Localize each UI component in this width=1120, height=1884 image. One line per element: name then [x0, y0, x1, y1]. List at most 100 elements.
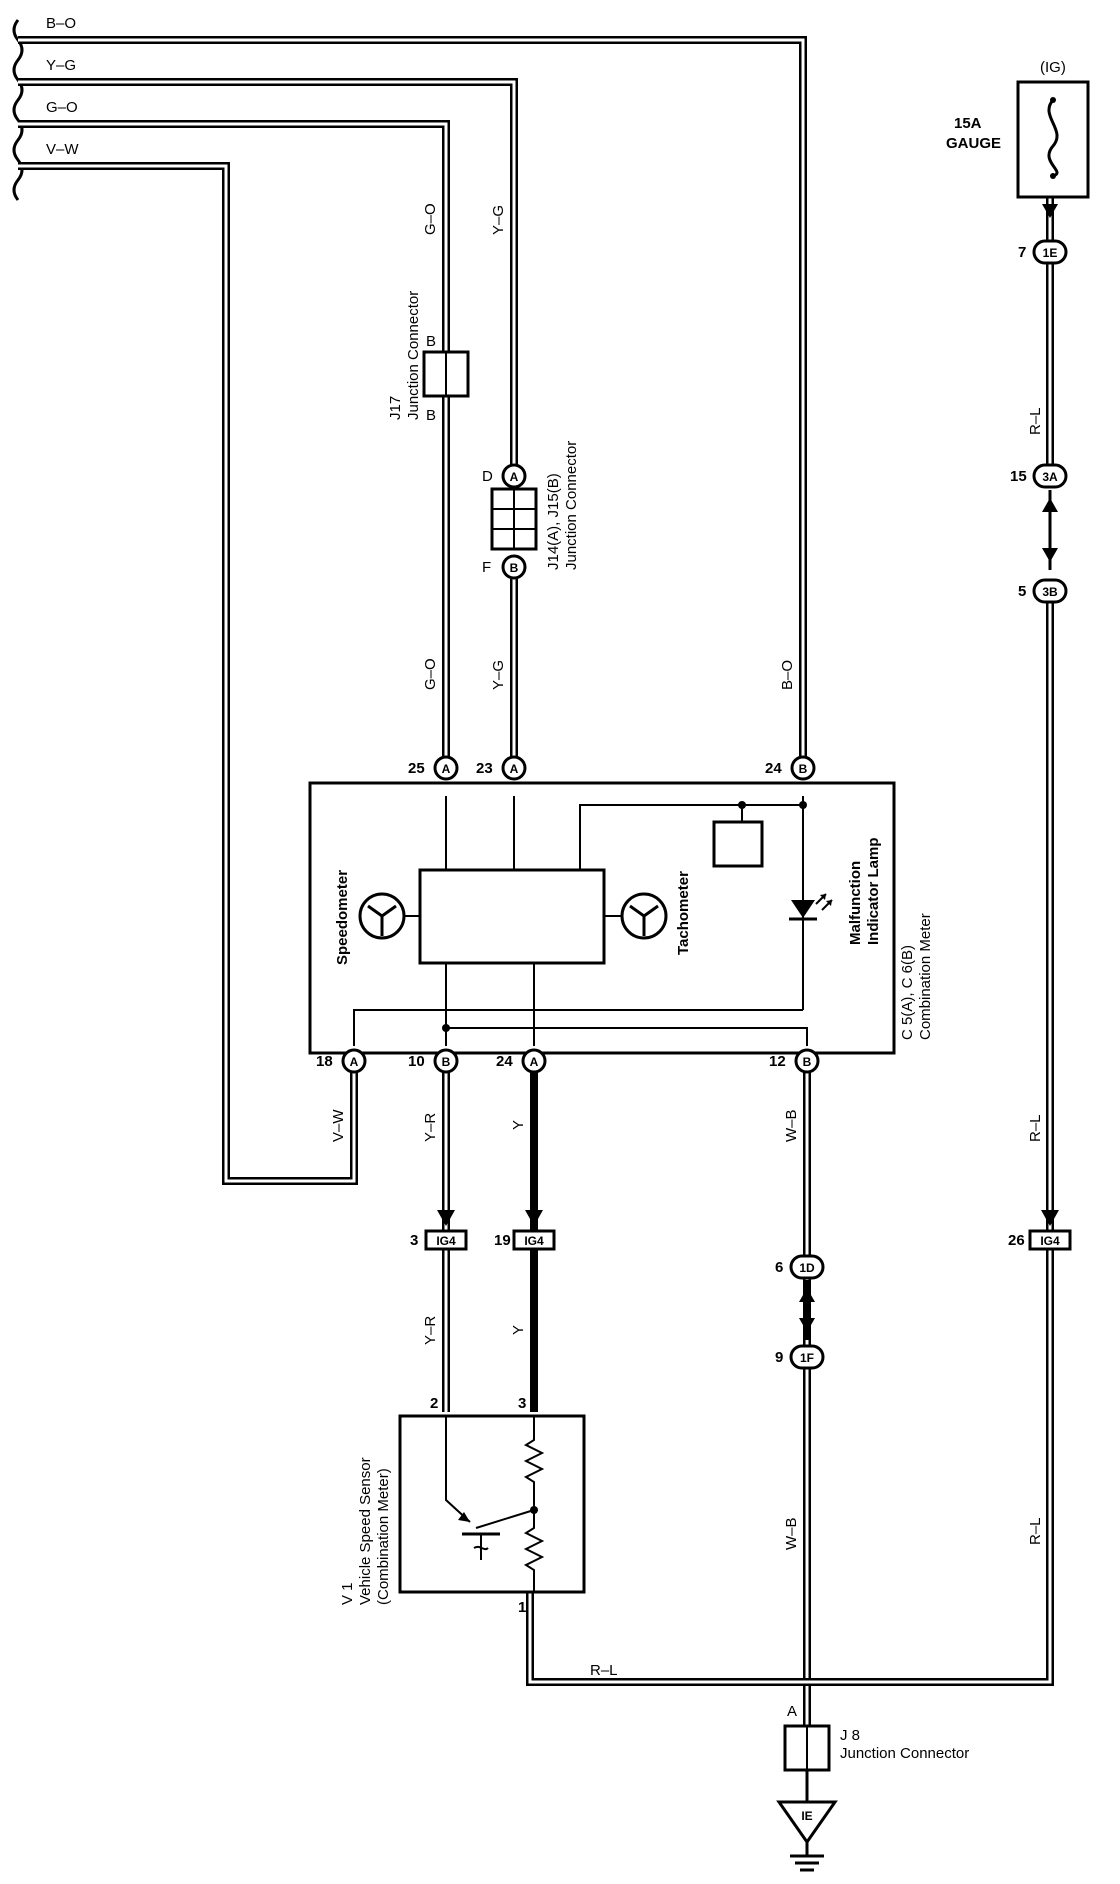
label-b-o-vert: B–O	[779, 660, 796, 690]
ground-label: IE	[801, 1809, 812, 1823]
svg-text:1F: 1F	[800, 1351, 814, 1365]
label-v-w: V–W	[46, 141, 79, 158]
j14-letter-a: A	[510, 470, 519, 484]
meter-top-pins: 25 A 23 A 24 B	[408, 755, 816, 781]
svg-text:5: 5	[1018, 583, 1026, 600]
label-w-b-2: W–B	[783, 1517, 800, 1550]
j15-letter-b: B	[510, 561, 519, 575]
svg-text:12: 12	[769, 1053, 786, 1070]
svg-text:A: A	[510, 762, 519, 776]
wire-break-marks	[12, 19, 24, 201]
meter-name: Combination Meter	[917, 913, 934, 1040]
meter-id: C 5(A), C 6(B)	[899, 945, 916, 1040]
svg-text:6: 6	[775, 1259, 783, 1276]
j8-id: J 8	[840, 1727, 860, 1744]
svg-text:7: 7	[1018, 244, 1026, 261]
label-b-o: B–O	[46, 15, 76, 32]
label-r-l-1: R–L	[1027, 407, 1044, 435]
sensor-pin-1: 1	[518, 1599, 526, 1616]
splice-1d: 6 1D	[775, 1254, 825, 1280]
ig4-pin-26: 26	[1008, 1232, 1025, 1249]
label-w-b-1: W–B	[783, 1109, 800, 1142]
pin-24b-top: 24 B	[765, 755, 816, 781]
svg-text:B: B	[442, 1055, 451, 1069]
pin-10b: 10 B	[408, 1048, 459, 1074]
sensor-id: V 1	[339, 1582, 356, 1605]
svg-text:10: 10	[408, 1053, 425, 1070]
j15-pin-bottom: F	[482, 559, 491, 576]
svg-text:B: B	[803, 1055, 812, 1069]
svg-text:23: 23	[476, 760, 493, 777]
label-y-g-vert2: Y–G	[490, 660, 507, 690]
sensor-name: Vehicle Speed Sensor	[357, 1457, 374, 1605]
tachometer-label: Tachometer	[675, 871, 692, 955]
splice-1e: 7 1E	[1018, 239, 1068, 265]
j17-pin-top: B	[426, 333, 436, 350]
combination-meter: Speedometer Tachometer Malfunction Indic…	[308, 781, 934, 1055]
j8-name: Junction Connector	[840, 1745, 969, 1762]
ig4-connectors: 3 IG4 19 IG4 26 IG4	[410, 1210, 1072, 1251]
wire-g-o	[18, 120, 450, 779]
ground-ie: IE	[776, 1800, 838, 1872]
svg-text:9: 9	[775, 1349, 783, 1366]
svg-text:24: 24	[496, 1053, 513, 1070]
mil-label-1: Malfunction	[847, 861, 864, 945]
pin-25a: 25 A	[408, 755, 459, 781]
pin-23a: 23 A	[476, 755, 527, 781]
splice-3b: 5 3B	[1018, 578, 1068, 604]
wire-v-w	[18, 162, 358, 1185]
ig4-pin-19: 19	[494, 1232, 511, 1249]
pin-24a-bottom: 24 A	[496, 1048, 547, 1074]
splice-links	[799, 490, 1058, 1340]
speedometer-gauge: Speedometer	[334, 870, 420, 965]
fuse-rating: 15A	[954, 115, 982, 132]
sensor-pin-2: 2	[430, 1395, 438, 1412]
ig4-label-1: IG4	[436, 1234, 456, 1248]
svg-text:25: 25	[408, 760, 425, 777]
meter-bottom-pins: 18 A 10 B 24 A 12 B	[316, 1048, 820, 1074]
label-y-g-vert1: Y–G	[490, 205, 507, 235]
svg-text:A: A	[530, 1055, 539, 1069]
svg-text:3A: 3A	[1042, 470, 1058, 484]
pin-18a: 18 A	[316, 1048, 367, 1074]
label-r-l-4: R–L	[590, 1662, 618, 1679]
wire-y-g	[18, 78, 518, 779]
ig4-label-2: IG4	[524, 1234, 544, 1248]
label-r-l-3: R–L	[1027, 1517, 1044, 1545]
label-y-r-2: Y–R	[422, 1316, 439, 1345]
pin-12b: 12 B	[769, 1048, 820, 1074]
j17-pin-bottom: B	[426, 407, 436, 424]
mil-led: Malfunction Indicator Lamp	[789, 837, 882, 945]
j17-junction-connector: B B J17 Junction Connector	[387, 291, 470, 424]
svg-text:1E: 1E	[1043, 246, 1058, 260]
j17-id: J17	[387, 396, 404, 420]
svg-text:A: A	[350, 1055, 359, 1069]
label-y-2: Y	[510, 1325, 527, 1335]
fuse-source: (IG)	[1040, 59, 1066, 76]
wire-labels: B–O Y–G G–O V–W G–O Y–G G–O Y–G B–O R–L …	[46, 15, 1044, 1679]
label-g-o-vert2: G–O	[422, 658, 439, 690]
fuse-name: GAUGE	[946, 135, 1001, 152]
sensor-pin-3: 3	[518, 1395, 526, 1412]
sensor-sub: (Combination Meter)	[375, 1468, 392, 1605]
wire-r-l	[526, 172, 1054, 1686]
vehicle-speed-sensor: 2 3 1 V 1 Vehicle Speed Sensor (Combinat…	[339, 1395, 586, 1616]
splice-1f: 9 1F	[775, 1344, 825, 1370]
svg-text:18: 18	[316, 1053, 333, 1070]
j14-j15-name: Junction Connector	[563, 441, 580, 570]
wire-b-o	[18, 36, 807, 779]
j14-j15-junction-connector: A B D F J14(A), J15(B) Junction Connecto…	[482, 441, 580, 580]
label-y-1: Y	[510, 1120, 527, 1130]
label-y-g: Y–G	[46, 57, 76, 74]
svg-text:B: B	[799, 762, 808, 776]
svg-text:15: 15	[1010, 468, 1027, 485]
svg-text:1D: 1D	[799, 1261, 815, 1275]
j14-j15-id: J14(A), J15(B)	[545, 473, 562, 570]
ig4-pin-3: 3	[410, 1232, 418, 1249]
label-r-l-2: R–L	[1027, 1114, 1044, 1142]
label-y-r-1: Y–R	[422, 1113, 439, 1142]
j17-name: Junction Connector	[405, 291, 422, 420]
ig4-label-3: IG4	[1040, 1234, 1060, 1248]
tachometer-gauge: Tachometer	[604, 871, 692, 955]
